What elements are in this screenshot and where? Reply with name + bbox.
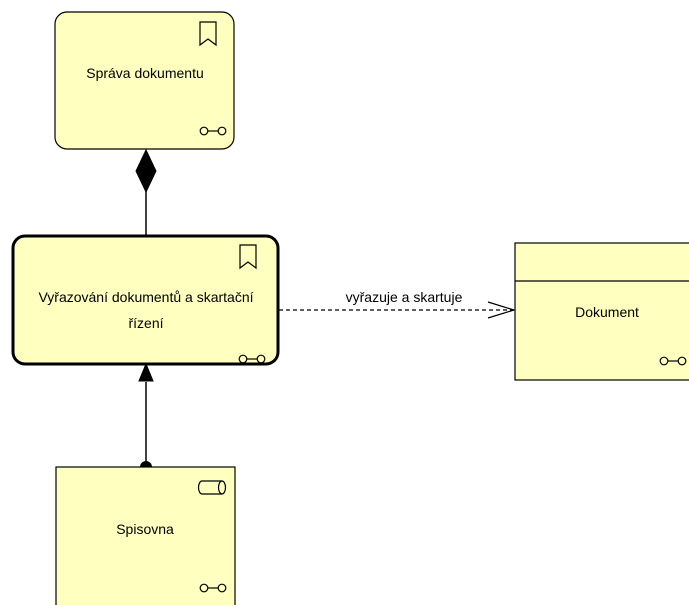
node-box bbox=[54, 11, 235, 150]
node-label-line2: řízení bbox=[128, 315, 163, 331]
node-label: Spisovna bbox=[116, 521, 174, 537]
node-label-line1: Vyřazování dokumentů a skartační bbox=[38, 289, 253, 305]
node-box bbox=[55, 466, 236, 605]
node-box bbox=[11, 234, 280, 366]
access-relation[interactable]: vyřazuje a skartuje bbox=[279, 289, 517, 319]
assignment-relation[interactable] bbox=[138, 362, 154, 473]
view-glasses-icon bbox=[238, 354, 266, 364]
view-glasses-icon bbox=[199, 126, 227, 136]
access-arrowhead-icon bbox=[487, 301, 517, 319]
assignment-arrowhead-icon bbox=[138, 362, 154, 382]
composition-diamond-icon bbox=[135, 148, 157, 194]
node-spisovna[interactable]: Spisovna bbox=[55, 466, 236, 605]
node-dokument[interactable]: Dokument bbox=[514, 242, 689, 381]
view-glasses-icon bbox=[199, 583, 227, 593]
view-glasses-icon bbox=[659, 356, 687, 366]
node-vyrazovani-dokumentu[interactable]: Vyřazování dokumentů a skartační řízení bbox=[11, 234, 280, 366]
node-label: Správa dokumentu bbox=[86, 65, 204, 81]
business-function-bookmark-icon bbox=[239, 244, 257, 270]
access-label: vyřazuje a skartuje bbox=[346, 289, 463, 305]
node-label: Dokument bbox=[575, 304, 639, 320]
composition-relation[interactable] bbox=[135, 148, 157, 236]
node-sprava-dokumentu[interactable]: Správa dokumentu bbox=[54, 11, 235, 150]
application-component-cylinder-icon bbox=[197, 480, 227, 495]
node-box bbox=[514, 242, 689, 381]
business-function-bookmark-icon bbox=[199, 21, 217, 47]
